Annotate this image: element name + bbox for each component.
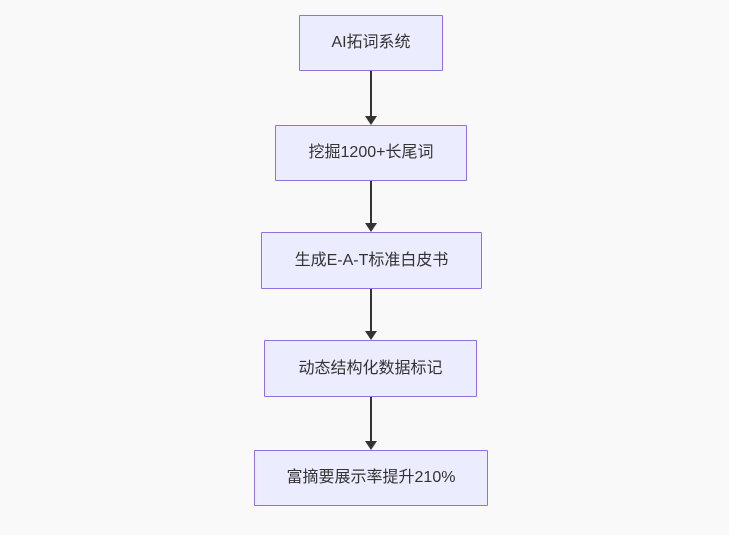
flowchart-arrow-2: [364, 181, 378, 232]
flowchart-arrow-1: [364, 71, 378, 125]
flowchart-node-ai-word-expansion: AI拓词系统: [299, 15, 443, 71]
arrow-line: [370, 289, 372, 331]
node-label: 生成E-A-T标准白皮书: [294, 251, 449, 269]
node-label: AI拓词系统: [331, 34, 411, 52]
flowchart-node-structured-data-markup: 动态结构化数据标记: [264, 340, 477, 397]
flowchart-arrow-4: [364, 397, 378, 450]
arrow-line: [370, 181, 372, 223]
flowchart-node-rich-snippet-result: 富摘要展示率提升210%: [254, 450, 488, 506]
arrowhead-down-icon: [365, 116, 377, 125]
arrowhead-down-icon: [365, 223, 377, 232]
flowchart-node-eat-whitepaper: 生成E-A-T标准白皮书: [261, 232, 482, 289]
node-label: 挖掘1200+长尾词: [308, 144, 434, 162]
arrowhead-down-icon: [365, 441, 377, 450]
node-label: 动态结构化数据标记: [298, 359, 443, 377]
flowchart-node-longtail-mining: 挖掘1200+长尾词: [275, 125, 467, 181]
node-label: 富摘要展示率提升210%: [286, 469, 456, 487]
arrow-line: [370, 71, 372, 116]
flowchart-arrow-3: [364, 289, 378, 340]
arrow-line: [370, 397, 372, 441]
arrowhead-down-icon: [365, 331, 377, 340]
